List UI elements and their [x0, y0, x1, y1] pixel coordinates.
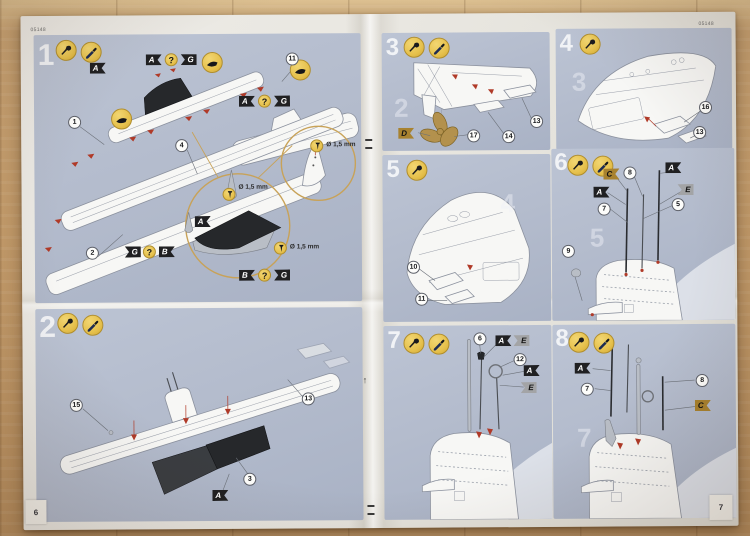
step-7-drawing — [421, 339, 553, 520]
step-3-panel: 3 2 D 17 14 13 — [381, 31, 551, 151]
kit-number-left: 05148 — [30, 27, 46, 34]
glue-icon — [568, 331, 590, 353]
kit-number-right: 05148 — [698, 20, 714, 28]
part-circle: 6 — [473, 332, 487, 346]
step-5-panel: 5 4 10 11 — [382, 153, 552, 322]
step-8-drawing — [580, 338, 737, 519]
step-5-drawing — [406, 192, 530, 305]
part-circle: 7 — [580, 382, 594, 396]
step-number: 6 — [554, 148, 568, 176]
step-number: 4 — [559, 29, 574, 57]
glue-icon — [57, 312, 79, 334]
fold-arrow-mark: ↑ — [362, 375, 368, 386]
paintbrush-icon — [80, 41, 102, 63]
part-circle: 8 — [695, 373, 709, 388]
glue-icon — [406, 159, 428, 181]
part-circle: 3 — [243, 472, 257, 486]
drill-size-label: Ø 1,5 mm — [326, 141, 356, 149]
part-circle: 11 — [285, 52, 299, 66]
question-icon: ? — [258, 268, 272, 282]
step-8-panel: 8 7 A 7 8 C — [552, 323, 737, 519]
part-circle: 17 — [467, 129, 481, 143]
part-circle: 13 — [530, 114, 544, 129]
step-number: 2 — [39, 310, 57, 345]
part-circle: 13 — [693, 125, 707, 140]
step-number: 8 — [555, 324, 569, 352]
propeller — [420, 111, 459, 147]
step-2-drawing — [59, 342, 351, 495]
part-circle: 10 — [406, 260, 421, 274]
showthrough-number: 5 — [589, 222, 605, 253]
step-3-drawing — [413, 62, 538, 147]
step-1-panel: 1 A A ? G A ? G 11 1 2 4 G ? B B ? G A — [33, 33, 363, 304]
part-circle: 8 — [623, 166, 637, 180]
part-circle: 4 — [175, 139, 189, 153]
step-number: 1 — [37, 38, 55, 73]
fold-mark — [365, 139, 373, 142]
glue-icon — [55, 39, 77, 61]
step-6-drawing — [571, 170, 736, 321]
part-circle: 1 — [68, 115, 82, 129]
drill-icon — [310, 139, 324, 153]
drill-icon — [222, 187, 236, 201]
part-orientation-icon — [201, 51, 223, 74]
paintbrush-icon — [428, 333, 450, 355]
paintbrush-icon — [592, 155, 614, 177]
glue-icon — [403, 36, 425, 58]
question-icon: ? — [164, 53, 178, 67]
question-icon: ? — [142, 245, 156, 259]
step-4-panel: 4 3 16 13 — [555, 27, 733, 150]
step-1-drawing — [44, 65, 359, 295]
part-circle: 5 — [671, 198, 685, 212]
page-number-left: 6 — [25, 500, 47, 525]
part-circle: 2 — [85, 246, 99, 260]
showthrough-number: 3 — [571, 66, 587, 97]
step-number: 3 — [385, 33, 400, 61]
part-circle: 13 — [301, 392, 315, 406]
showthrough-number: 7 — [576, 422, 592, 453]
paintbrush-icon — [593, 332, 615, 354]
fold-mark — [365, 147, 373, 150]
part-circle: 11 — [415, 292, 429, 306]
part-orientation-icon — [111, 108, 133, 130]
glue-icon — [403, 332, 425, 354]
fold-mark — [367, 513, 375, 516]
part-circle: 7 — [597, 202, 611, 216]
part-circle: 12 — [513, 353, 527, 367]
glue-icon — [567, 154, 589, 176]
step-number: 5 — [386, 155, 400, 183]
step-number: 7 — [387, 326, 401, 354]
showthrough-number: 2 — [393, 92, 409, 123]
paintbrush-icon — [428, 37, 450, 59]
fold-mark — [367, 505, 375, 508]
part-circle: 14 — [502, 130, 516, 144]
part-circle: 16 — [698, 100, 713, 115]
step-7-panel: 7 6 A E 12 A E — [383, 324, 553, 520]
showthrough-number: 4 — [500, 188, 516, 219]
part-orientation-icon — [289, 59, 311, 81]
drill-size-label: Ø 1,5 mm — [289, 243, 320, 251]
drill-icon — [273, 241, 287, 255]
paintbrush-icon — [82, 314, 104, 336]
step-2-panel: 2 15 13 3 A — [35, 307, 364, 523]
part-circle: 9 — [561, 244, 575, 258]
step-6-panel: 6 5 C 8 A E A 7 5 9 — [551, 147, 736, 321]
glue-icon — [579, 33, 601, 55]
drill-size-label: Ø 1,5 mm — [238, 183, 268, 191]
part-circle: 15 — [69, 398, 83, 412]
page-number-right: 7 — [709, 494, 733, 520]
question-icon: ? — [257, 94, 272, 108]
